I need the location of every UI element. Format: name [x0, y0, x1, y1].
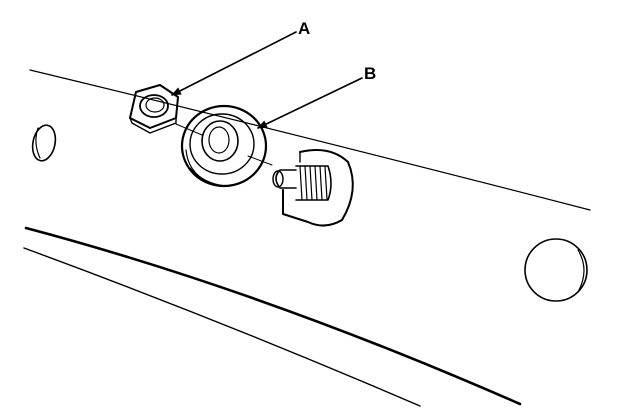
callout-a-arrow — [171, 31, 297, 96]
stud-threads — [299, 165, 328, 201]
threaded-stud-part — [272, 149, 354, 227]
callout-b-label: B — [364, 64, 376, 83]
washer-part — [180, 104, 268, 188]
callout-b-arrow — [257, 77, 363, 129]
panel-hole-right — [524, 238, 588, 302]
panel-hole-left — [31, 124, 57, 162]
callout-a-label: A — [298, 19, 310, 38]
hex-nut-part — [129, 84, 179, 134]
panel-outline — [23, 69, 591, 407]
alignment-line — [175, 123, 273, 166]
